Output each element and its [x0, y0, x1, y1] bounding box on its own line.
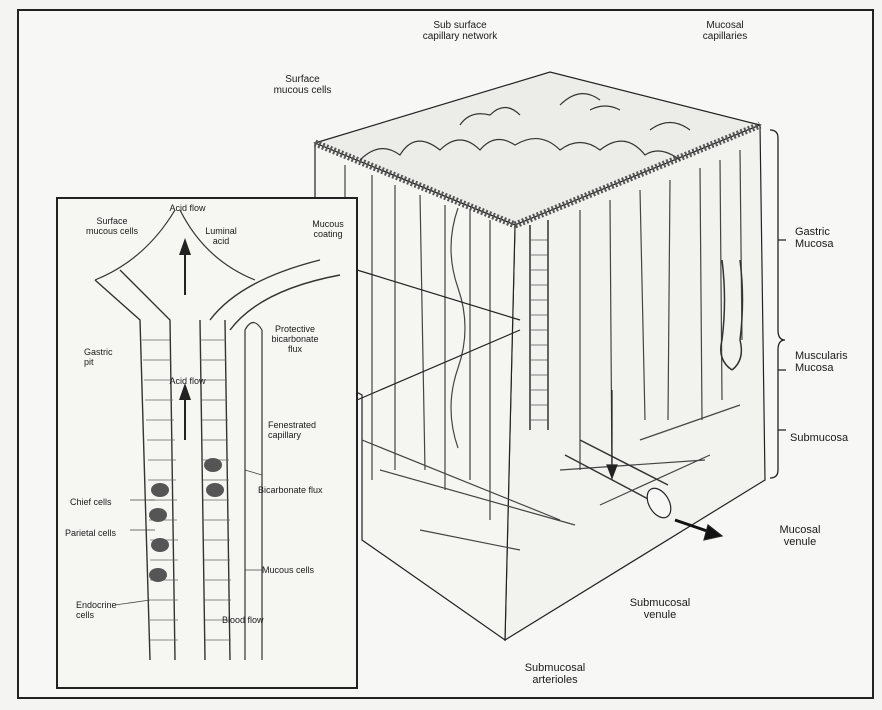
inset-label-fenestrated-capillary: Fenestrated capillary	[268, 420, 316, 440]
inset-label-endocrine-cells: Endocrine cells	[76, 600, 117, 620]
label-gastric-mucosa: Gastric Mucosa	[795, 226, 834, 250]
label-muscularis-mucosa: Muscularis Mucosa	[795, 350, 848, 374]
inset-label-mucous-coating: Mucous coating	[303, 219, 353, 239]
label-submucosa: Submucosa	[790, 432, 848, 444]
inset-label-acid-flow-top: Acid flow	[160, 203, 215, 213]
inset-label-parietal-cells: Parietal cells	[65, 528, 116, 538]
inset-label-gastric-pit: Gastric pit	[84, 347, 113, 367]
inset-label-mucous-cells: Mucous cells	[262, 565, 314, 575]
inset-label-acid-flow-mid: Acid flow	[160, 376, 215, 386]
inset-label-luminal-acid: Luminal acid	[196, 226, 246, 246]
label-subsurface-capillary-network: Sub surface capillary network	[400, 20, 520, 42]
inset-label-protective-bicarbonate-flux: Protective bicarbonate flux	[260, 324, 330, 354]
inset-label-blood-flow: Blood flow	[222, 615, 264, 625]
label-submucosal-arterioles: Submucosal arterioles	[505, 662, 605, 686]
inset-label-bicarbonate-flux: Bicarbonate flux	[258, 485, 323, 495]
label-submucosal-venule: Submucosal venule	[610, 597, 710, 621]
label-mucosal-venule: Mucosal venule	[760, 524, 840, 548]
label-surface-mucous-cells: Surface mucous cells	[255, 74, 350, 96]
inset-label-chief-cells: Chief cells	[70, 497, 112, 507]
inset-label-surface-mucous-cells: Surface mucous cells	[82, 216, 142, 236]
label-mucosal-capillaries: Mucosal capillaries	[680, 20, 770, 42]
